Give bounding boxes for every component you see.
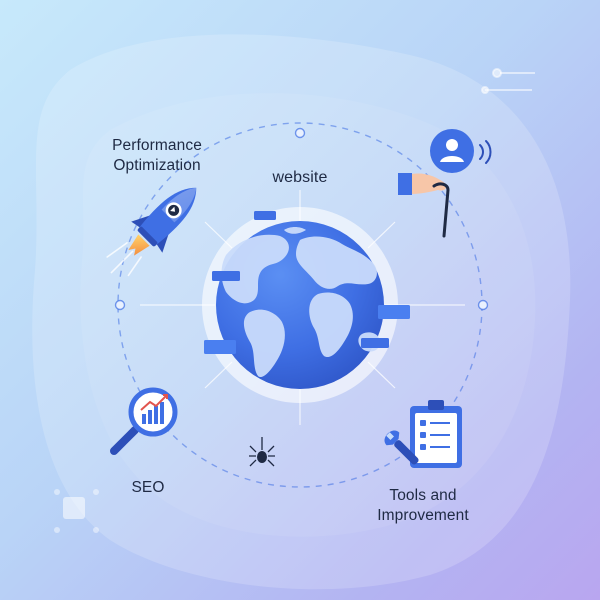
orbit-nodes: [114, 127, 489, 311]
hand-holding-cane-icon: [398, 173, 450, 238]
tools-label-line-2: Improvement: [377, 507, 469, 524]
website-label: website: [272, 169, 328, 186]
spider-icon: [249, 437, 275, 467]
checklist-clipboard-icon: [410, 400, 462, 468]
globe-icon: [216, 221, 384, 389]
globe-tags: [204, 211, 410, 354]
tools-label-line-1: Tools and: [389, 487, 457, 504]
seo-label: SEO: [131, 479, 165, 496]
user-icon: [430, 129, 474, 173]
performance-optimization-label: Performance Optimization: [92, 136, 222, 176]
decor-nodes-bottom-left: [54, 489, 99, 533]
rocket-icon: [106, 187, 197, 277]
performance-label-line-2: Optimization: [113, 157, 201, 174]
wrench-icon: [384, 430, 419, 465]
decor-lines-top-right: [481, 68, 535, 94]
signal-waves-icon: [479, 140, 492, 164]
tools-improvement-label: Tools and Improvement: [355, 486, 491, 526]
performance-label-line-1: Performance: [112, 137, 202, 154]
magnifier-chart-icon: [110, 387, 178, 455]
